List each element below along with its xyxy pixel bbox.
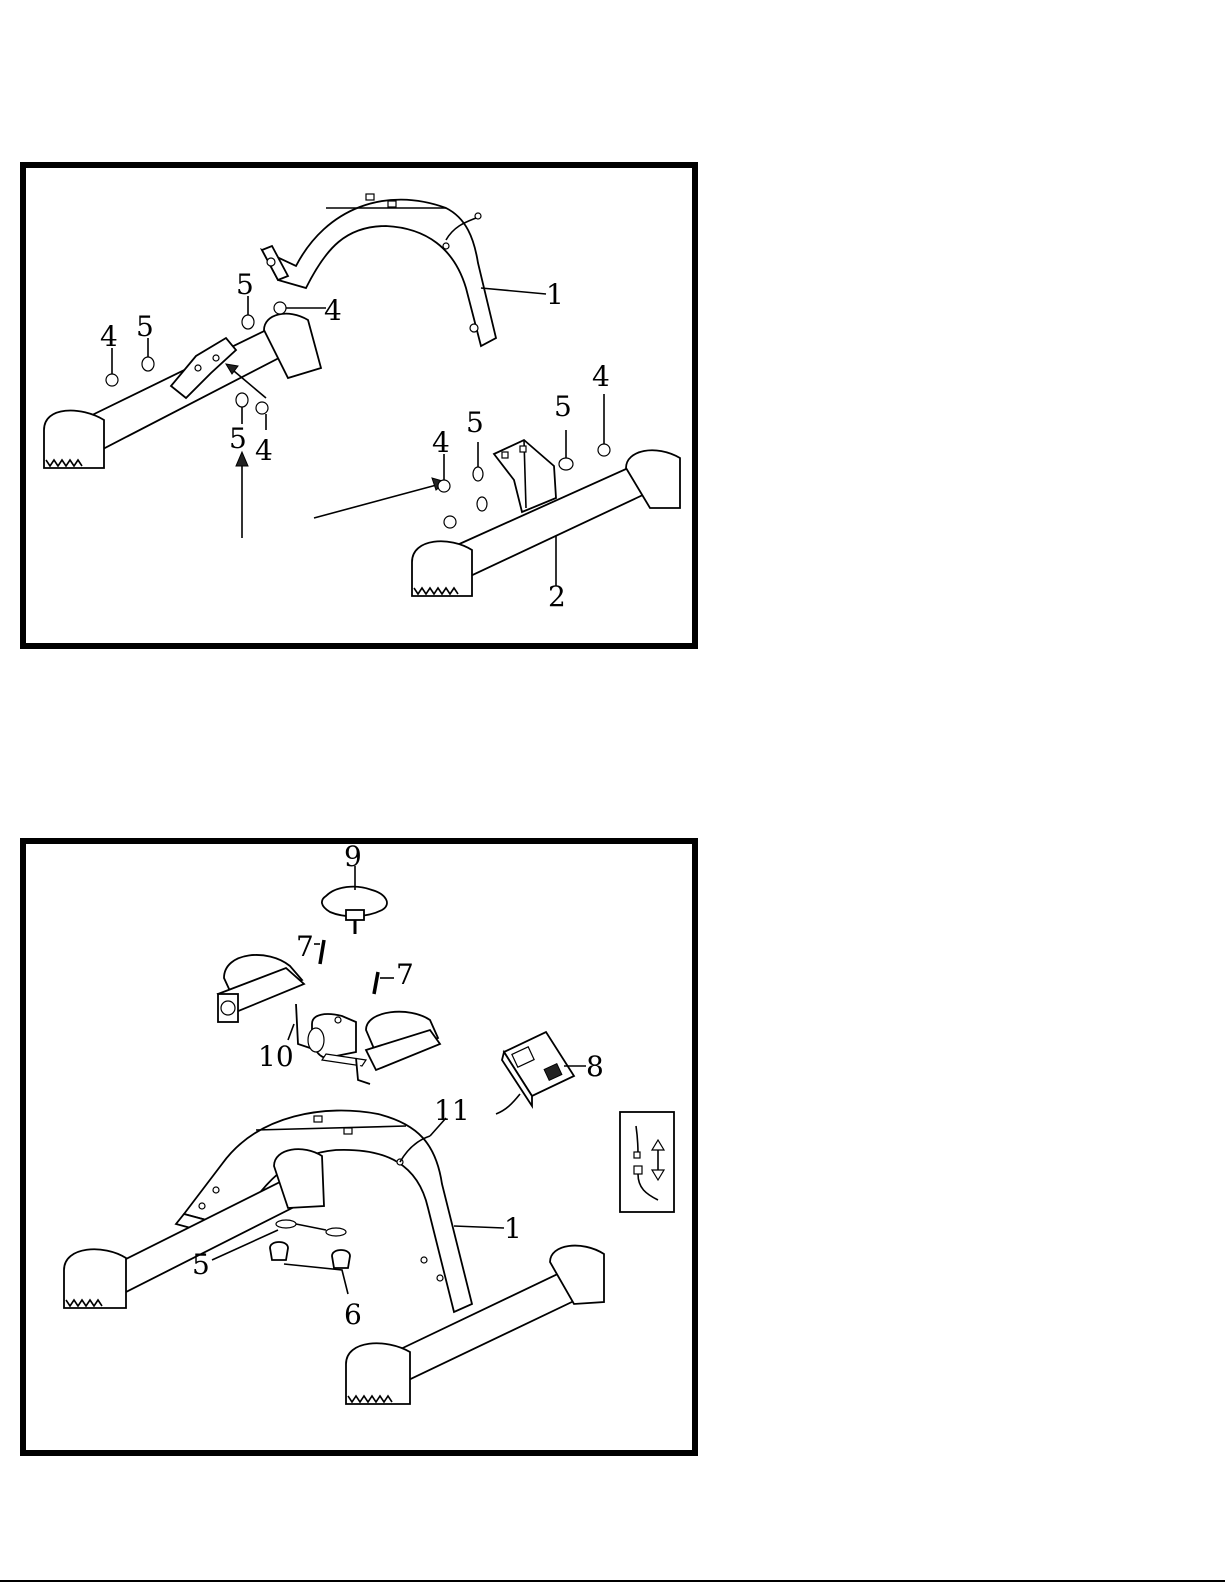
- label-washer-1: 5: [136, 310, 154, 343]
- label-frame-bottom: 1: [504, 1212, 522, 1245]
- label-pedal-assembly: 10: [258, 1040, 294, 1073]
- screw-parts: [314, 940, 394, 994]
- page-bottom-rule: [0, 1580, 1225, 1582]
- connector-inset: [620, 1112, 674, 1212]
- label-monitor: 8: [586, 1050, 604, 1083]
- label-sensor-wire: 11: [434, 1094, 470, 1127]
- monitor-part: [496, 1032, 586, 1114]
- label-washer-2: 5: [236, 268, 254, 301]
- label-knob: 9: [344, 844, 362, 873]
- assembly-step-diagram-top: 1 4 5 5 4 5 4: [20, 162, 698, 649]
- label-screw-2: 7: [396, 958, 414, 991]
- exploded-view-bottom: 9 7 7 10 8: [26, 844, 692, 1450]
- front-base-tube: [346, 1246, 604, 1404]
- label-washer-3: 5: [229, 422, 247, 455]
- label-washer: 5: [192, 1248, 210, 1281]
- label-washer-5: 5: [554, 390, 572, 423]
- label-bolt-5: 4: [592, 360, 610, 393]
- label-washer-4: 5: [466, 406, 484, 439]
- label-frame-top: 1: [546, 278, 564, 311]
- label-screw-1: 7: [296, 930, 314, 963]
- label-nut: 6: [344, 1298, 362, 1331]
- label-bolt-4: 4: [432, 426, 450, 459]
- assembly-step-diagram-bottom: 9 7 7 10 8: [20, 838, 698, 1456]
- label-bolt-3: 4: [255, 434, 273, 467]
- label-bolt-1: 4: [100, 320, 118, 353]
- label-bolt-2: 4: [324, 294, 342, 327]
- adjustment-knob-part: [322, 866, 387, 934]
- exploded-view-top: 1 4 5 5 4 5 4: [26, 168, 692, 643]
- label-base: 2: [548, 580, 566, 613]
